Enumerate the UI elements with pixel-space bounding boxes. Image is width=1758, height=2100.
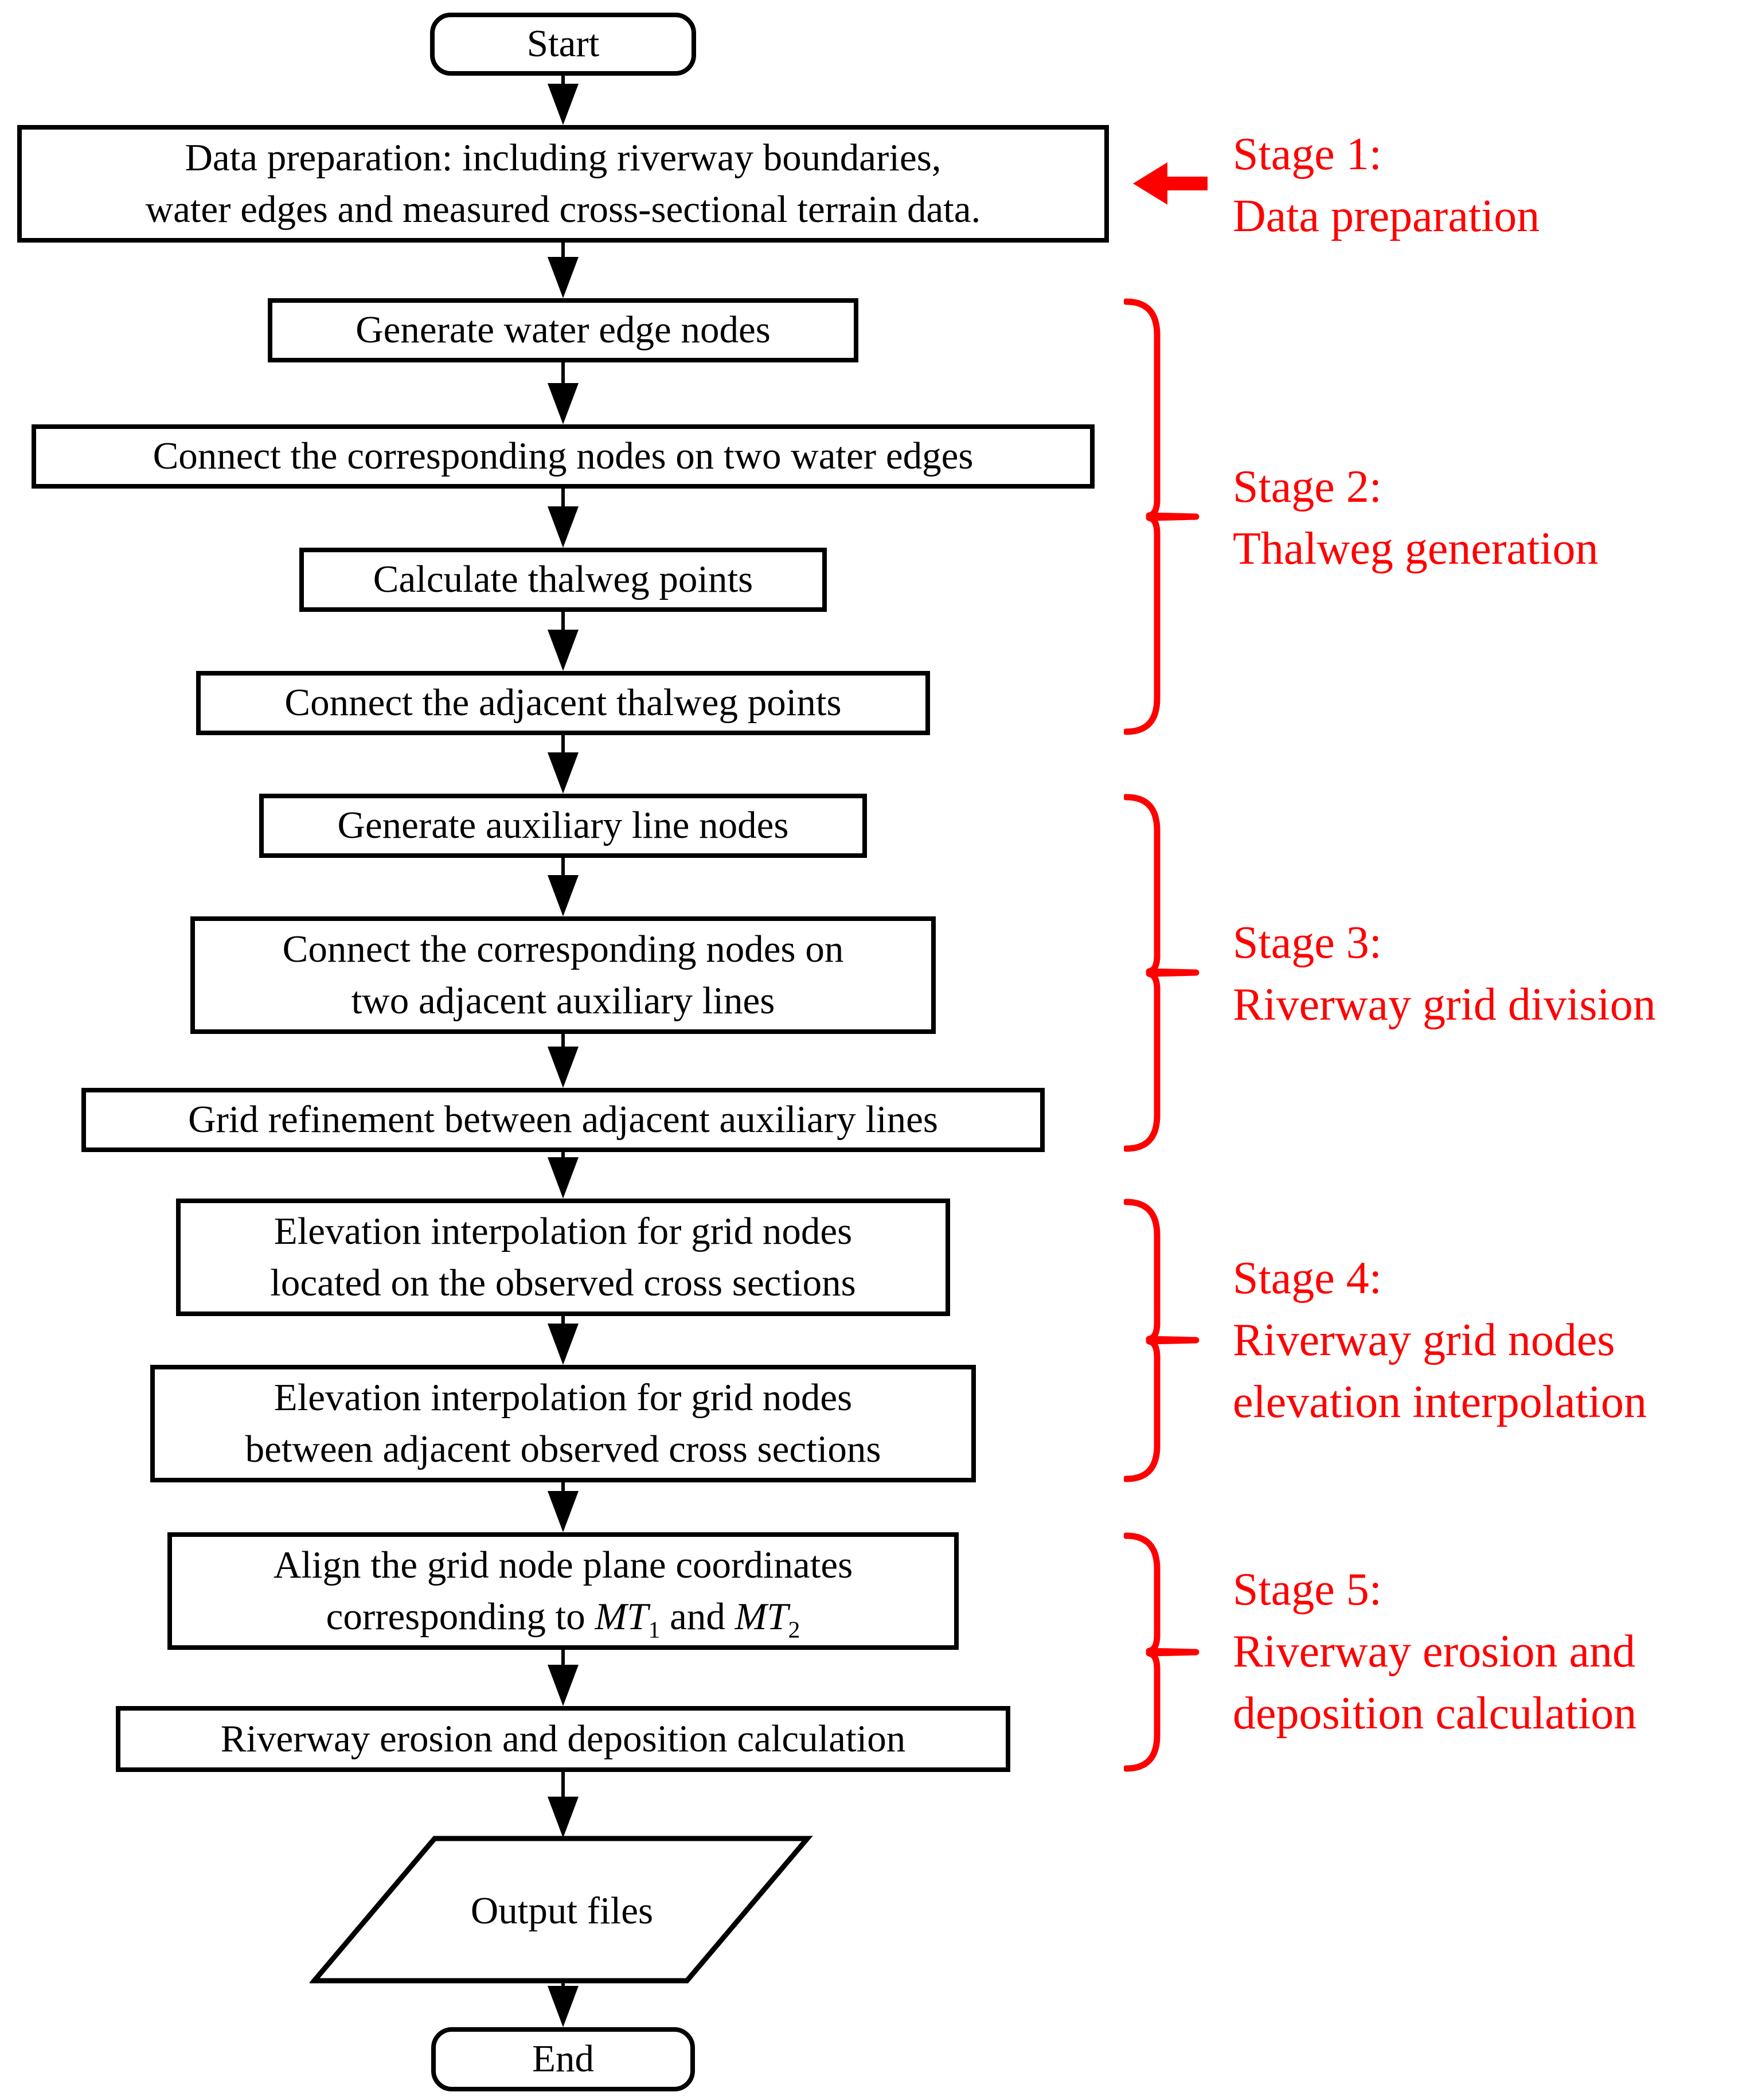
elevation-on-sections-line2: located on the observed cross sections (270, 1261, 856, 1304)
stage-label-5: Stage 5: Riverway erosion and deposition… (1233, 1559, 1636, 1744)
process-generate-auxiliary-nodes: Generate auxiliary line nodes (259, 794, 867, 858)
stage2-brace (1124, 298, 1200, 735)
elevation-between-sections-line2: between adjacent observed cross sections (245, 1427, 881, 1470)
process-connect-water-edge-nodes: Connect the corresponding nodes on two w… (32, 424, 1095, 489)
generate-water-edge-nodes-label: Generate water edge nodes (355, 309, 771, 352)
end-label: End (532, 2037, 594, 2081)
flow-arrow (548, 1316, 579, 1365)
output-files-label: Output files (470, 1889, 654, 1932)
align-coordinates-line1: Align the grid node plane coordinates (273, 1543, 853, 1586)
process-erosion-calculation: Riverway erosion and deposition calculat… (116, 1706, 1010, 1772)
stage-label-3: Stage 3: Riverway grid division (1233, 912, 1656, 1036)
stage4-title: Stage 4: (1233, 1253, 1382, 1303)
stage-label-2: Stage 2: Thalweg generation (1233, 456, 1599, 580)
flow-arrow (548, 858, 579, 916)
stage2-line: Thalweg generation (1233, 524, 1599, 574)
stage5-line2: deposition calculation (1233, 1688, 1637, 1739)
connect-auxiliary-nodes-line2: two adjacent auxiliary lines (351, 979, 775, 1022)
stage2-title: Stage 2: (1233, 462, 1382, 512)
process-connect-thalweg-points: Connect the adjacent thalweg points (196, 671, 930, 735)
process-generate-water-edge-nodes: Generate water edge nodes (268, 298, 858, 362)
connect-auxiliary-nodes-line1: Connect the corresponding nodes on (282, 927, 844, 970)
calculate-thalweg-points-label: Calculate thalweg points (373, 558, 753, 601)
flow-arrow (548, 1772, 579, 1838)
stage-label-4: Stage 4: Riverway grid nodes elevation i… (1233, 1247, 1647, 1433)
flow-arrow (548, 489, 579, 548)
process-data-preparation: Data preparation: including riverway bou… (17, 125, 1109, 243)
stage4-line2: elevation interpolation (1233, 1377, 1647, 1427)
start-label: Start (526, 22, 600, 65)
flow-arrow (548, 1650, 579, 1706)
elevation-on-sections-line1: Elevation interpolation for grid nodes (274, 1209, 853, 1252)
stage3-title: Stage 3: (1233, 918, 1382, 968)
flow-arrow (548, 1978, 579, 2027)
data-preparation-line1: Data preparation: including riverway bou… (185, 136, 941, 179)
erosion-calculation-label: Riverway erosion and deposition calculat… (220, 1717, 906, 1760)
stage5-title: Stage 5: (1233, 1564, 1382, 1615)
start-node: Start (430, 13, 696, 76)
generate-auxiliary-nodes-label: Generate auxiliary line nodes (337, 804, 789, 847)
stage4-brace (1124, 1199, 1200, 1482)
connect-thalweg-points-label: Connect the adjacent thalweg points (284, 681, 842, 724)
flow-arrow (548, 1034, 579, 1088)
flow-arrow (548, 76, 579, 125)
end-node: End (431, 2027, 695, 2091)
stage1-title: Stage 1: (1233, 129, 1382, 179)
stage5-brace (1124, 1532, 1200, 1772)
align-coordinates-line2: corresponding to MT1 and MT2 (326, 1595, 800, 1642)
flow-arrow (548, 1482, 579, 1532)
elevation-between-sections-line1: Elevation interpolation for grid nodes (274, 1376, 853, 1419)
grid-refinement-label: Grid refinement between adjacent auxilia… (188, 1098, 938, 1141)
stage5-line1: Riverway erosion and (1233, 1626, 1636, 1677)
connect-water-edge-nodes-label: Connect the corresponding nodes on two w… (153, 435, 974, 478)
flow-arrow (548, 243, 579, 298)
stage-label-1: Stage 1: Data preparation (1233, 123, 1540, 247)
flow-arrow (548, 1152, 579, 1199)
stage1-pointer-arrow-icon (1133, 162, 1208, 205)
process-align-coordinates: Align the grid node plane coordinates co… (167, 1532, 959, 1650)
flow-arrow (548, 362, 579, 424)
stage3-brace (1124, 794, 1200, 1152)
process-grid-refinement: Grid refinement between adjacent auxilia… (81, 1088, 1045, 1152)
stage4-line1: Riverway grid nodes (1233, 1315, 1615, 1365)
stage1-line: Data preparation (1233, 191, 1540, 241)
stage3-line: Riverway grid division (1233, 979, 1656, 1030)
data-preparation-line2: water edges and measured cross-sectional… (145, 188, 981, 231)
process-calculate-thalweg-points: Calculate thalweg points (299, 548, 827, 612)
flow-arrow (548, 735, 579, 794)
flow-arrow (548, 612, 579, 671)
output-files-node (310, 1836, 813, 1984)
process-connect-auxiliary-nodes: Connect the corresponding nodes on two a… (190, 916, 936, 1034)
process-elevation-on-sections: Elevation interpolation for grid nodes l… (176, 1199, 950, 1316)
process-elevation-between-sections: Elevation interpolation for grid nodes b… (150, 1365, 976, 1482)
